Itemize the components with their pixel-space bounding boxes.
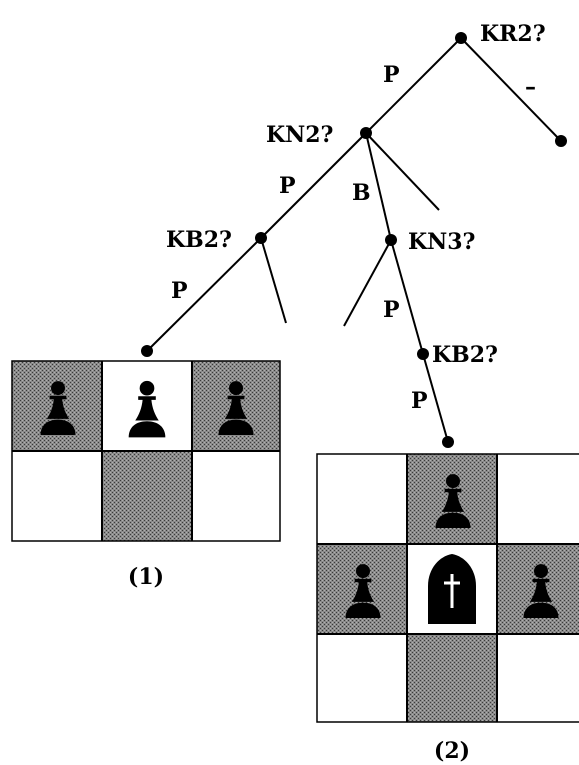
edge-labels: P – P B P P P xyxy=(171,62,536,414)
node-root xyxy=(455,32,467,44)
edge-label-kb2-leaf1: P xyxy=(171,278,188,304)
tree-nodes xyxy=(141,32,567,448)
board-1-square-a1 xyxy=(12,451,102,541)
edge-root-right-leaf xyxy=(460,37,562,142)
edge-root-kn2 xyxy=(365,37,462,134)
node-label-kn3: KN3? xyxy=(408,229,475,255)
edge-kn3-open xyxy=(343,239,392,327)
bishop-icon xyxy=(428,554,476,624)
edge-kn2-open xyxy=(365,132,440,211)
board-1: (1) xyxy=(11,360,281,590)
node-label-kb2b: KB2? xyxy=(432,342,498,368)
edge-label-root-right: – xyxy=(525,74,536,100)
board-2-frame xyxy=(316,453,579,723)
edge-kn3-kb2b xyxy=(390,239,424,355)
edge-kn2-kn3 xyxy=(365,132,392,241)
board-2-square-a1 xyxy=(317,634,407,722)
board-2-square-a3 xyxy=(317,454,407,544)
board-2-square-c1 xyxy=(497,634,579,722)
edge-kb2-leaf1 xyxy=(146,237,262,352)
node-right-leaf xyxy=(555,135,567,147)
node-kn3 xyxy=(385,234,397,246)
edge-label-kb2b-leaf2: P xyxy=(411,388,428,414)
board-1-caption: (1) xyxy=(128,564,164,590)
edge-kb2-open xyxy=(260,237,287,324)
board-2-square-c3 xyxy=(497,454,579,544)
node-kb2 xyxy=(255,232,267,244)
edge-label-kn3-kb2b: P xyxy=(383,297,400,323)
node-kn2 xyxy=(360,127,372,139)
node-leaf2 xyxy=(442,436,454,448)
edge-label-root-kn2: P xyxy=(383,62,400,88)
node-label-root: KR2? xyxy=(480,21,546,47)
node-labels: KR2? KN2? KB2? KN3? KB2? xyxy=(166,21,546,368)
board-1-square-b1 xyxy=(102,451,192,541)
node-leaf1 xyxy=(141,345,153,357)
node-kb2b xyxy=(417,348,429,360)
tree-edges xyxy=(146,37,562,443)
edge-kb2b-leaf2 xyxy=(422,353,449,443)
edge-label-kn2-kb2: P xyxy=(279,173,296,199)
edge-kn2-kb2 xyxy=(260,132,367,239)
board-2-square-b1 xyxy=(407,634,497,722)
node-label-kn2: KN2? xyxy=(266,122,333,148)
node-label-kb2: KB2? xyxy=(166,227,232,253)
edge-label-kn2-kn3: B xyxy=(352,180,371,206)
board-1-square-c1 xyxy=(192,451,280,541)
board-2: (2) xyxy=(316,453,579,764)
board-2-caption: (2) xyxy=(434,738,470,764)
